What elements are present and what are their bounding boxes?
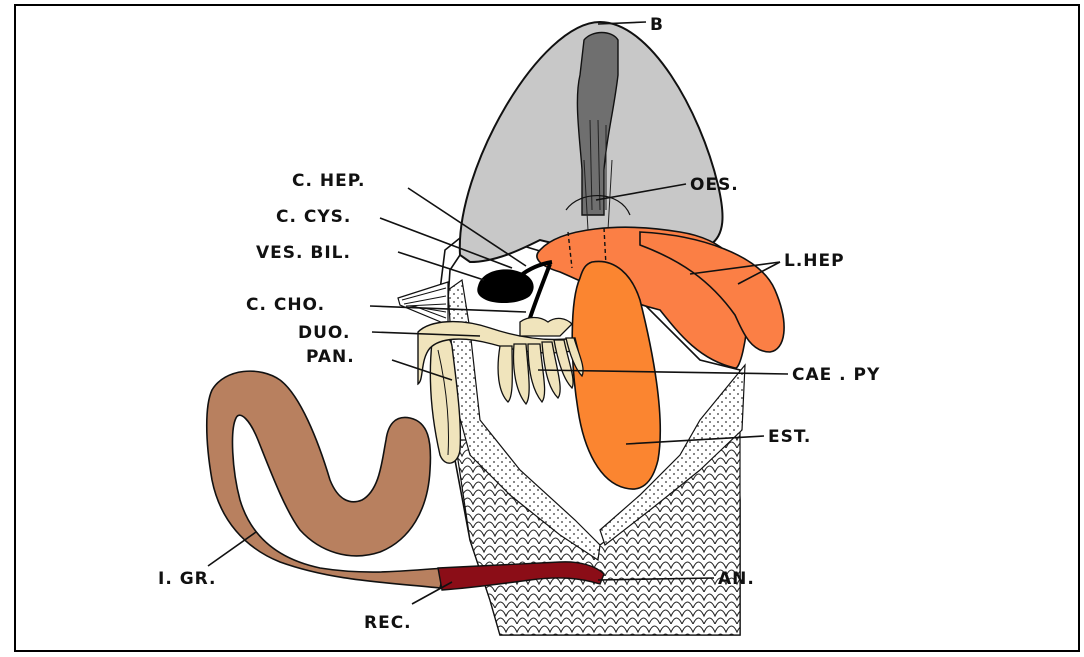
label-oes: OES. <box>690 175 739 195</box>
label-l-hep: L.HEP <box>784 251 845 271</box>
label-c-hep: C. HEP. <box>292 171 366 191</box>
label-b: B <box>650 15 664 35</box>
label-cae-py: CAE . PY <box>792 365 880 385</box>
intestine <box>207 371 445 588</box>
label-pan: PAN. <box>306 347 355 367</box>
label-i-gr: I. GR. <box>158 569 217 589</box>
label-ves-bil: VES. BIL. <box>256 243 351 263</box>
label-est: EST. <box>768 427 811 447</box>
label-an: AN. <box>718 569 755 589</box>
leader-i-gr <box>208 532 256 566</box>
label-duo: DUO. <box>298 323 350 343</box>
label-c-cho: C. CHO. <box>246 295 325 315</box>
label-c-cys: C. CYS. <box>276 207 351 227</box>
label-rec: REC. <box>364 613 412 633</box>
